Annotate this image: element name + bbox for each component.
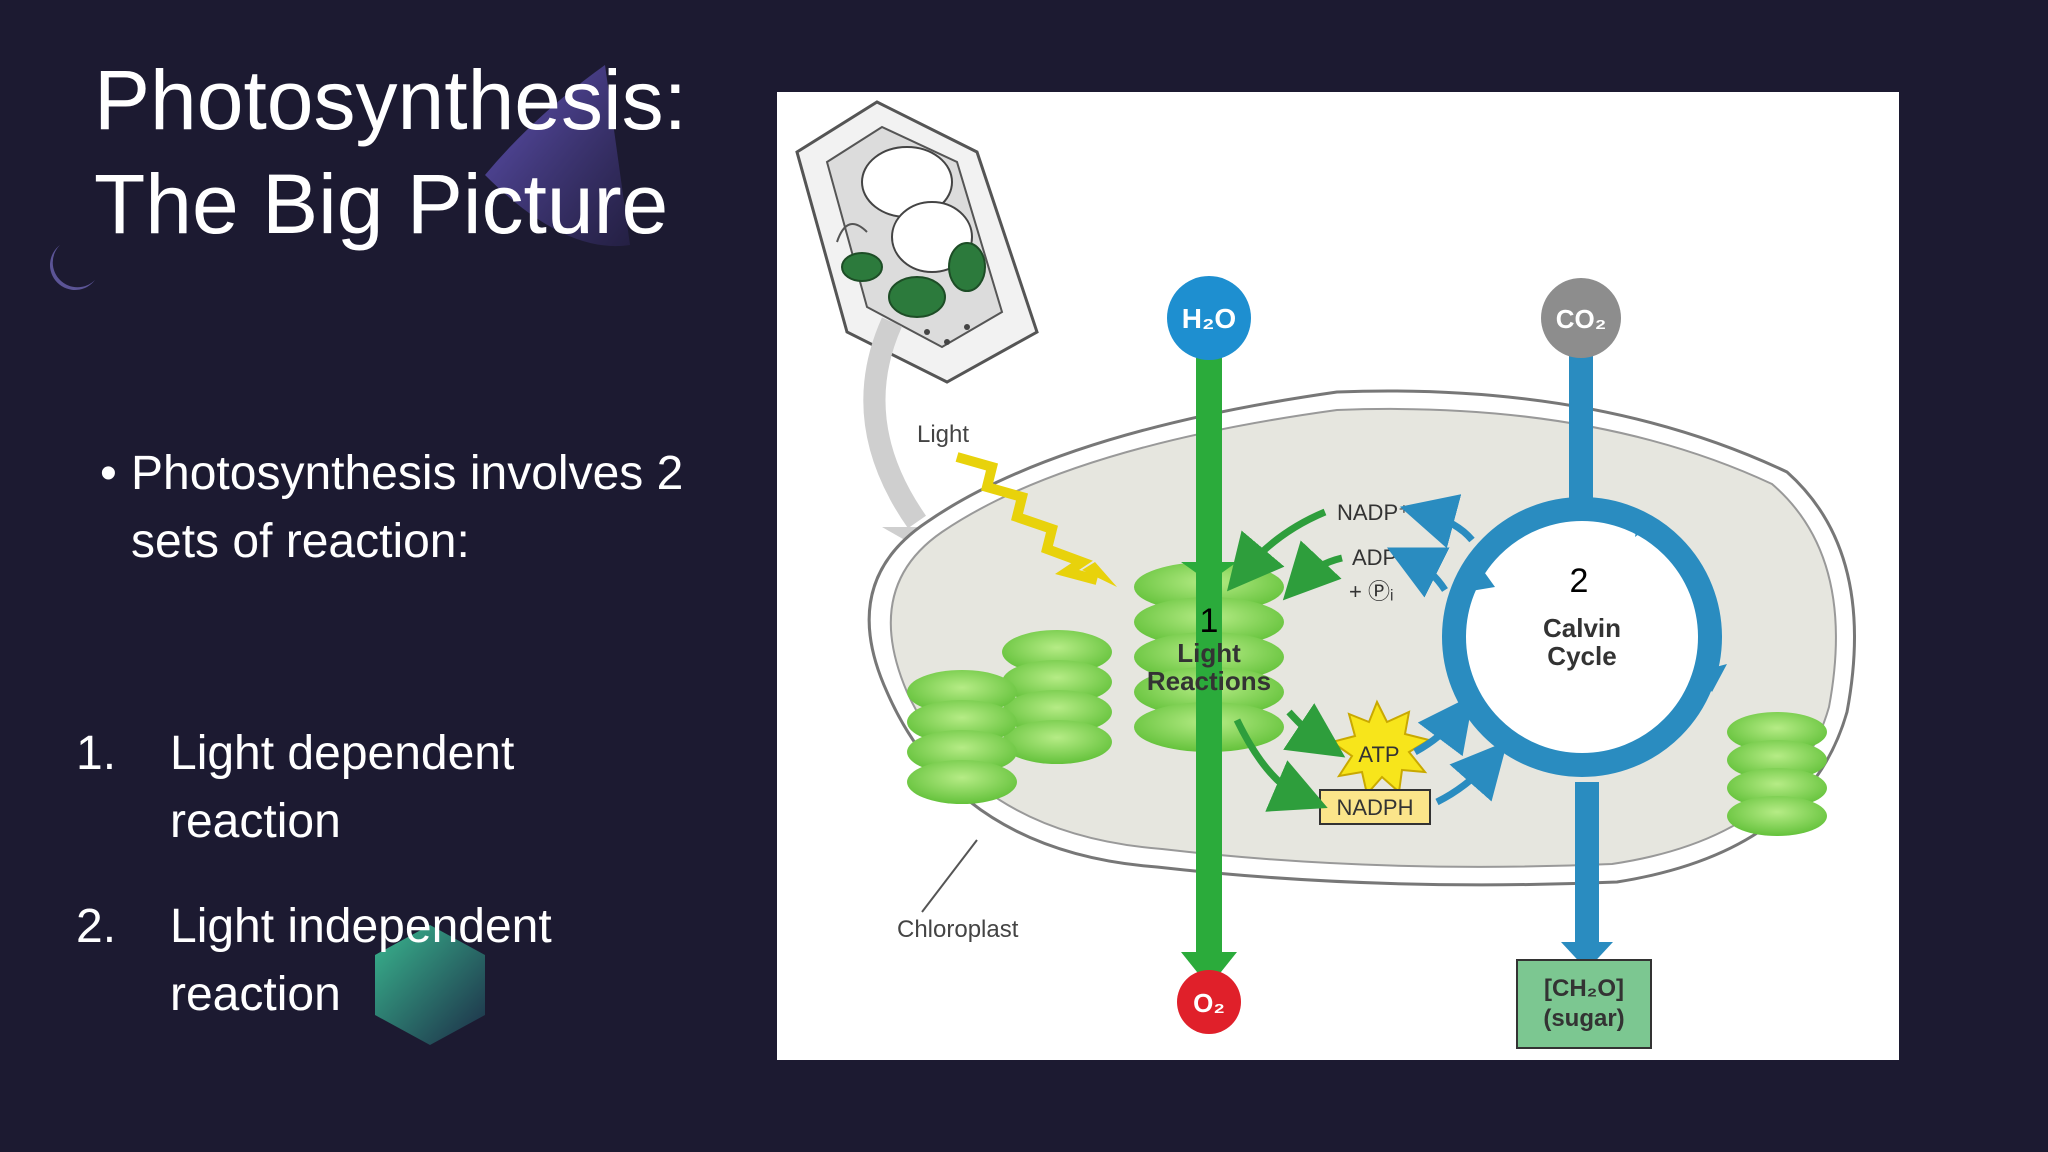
adp-to-light-arrow — [1282, 540, 1343, 601]
nadp-label: NADP⁺ — [1337, 500, 1410, 525]
list-item: 1. Light dependent reaction — [76, 720, 696, 856]
stage1-line1: Light — [1177, 638, 1241, 668]
light-to-atp-arrow — [1283, 703, 1346, 758]
h2o-label: H₂O — [1182, 303, 1236, 334]
photosynthesis-diagram: Chloroplast Light — [777, 92, 1899, 1060]
o2-node — [1177, 970, 1241, 1034]
o2-label: O₂ — [1193, 988, 1225, 1018]
list-item-text: Light dependent reaction — [170, 727, 515, 848]
sugar-line1: [CH₂O] — [1544, 975, 1624, 1002]
nadph-label: NADPH — [1336, 795, 1413, 820]
thylakoid-stack — [1727, 712, 1827, 836]
nadp-to-light-arrow — [1226, 508, 1327, 592]
stage2-line1: Calvin — [1543, 613, 1621, 643]
cycle-to-nadp-arrow — [1399, 494, 1475, 549]
bullet-dot: • — [100, 447, 117, 500]
list-item: 2. Light independent reaction — [76, 893, 696, 1029]
bullet-text: Photosynthesis involves 2 sets of reacti… — [131, 447, 684, 568]
bullet-point: • Photosynthesis involves 2 sets of reac… — [100, 440, 720, 576]
decorative-hexagon-shape — [375, 925, 485, 1045]
decorative-crescent-shape — [50, 245, 95, 290]
h2o-node — [1167, 276, 1251, 360]
stage2-number: 2 — [1570, 562, 1589, 600]
stage2-line2: Cycle — [1547, 641, 1616, 671]
list-number: 2. — [76, 900, 117, 953]
stage1-line2: Reactions — [1147, 666, 1271, 696]
plant-cell-illustration — [795, 100, 1039, 384]
light-label: Light — [917, 421, 969, 448]
thylakoid-stack — [1002, 630, 1112, 764]
sugar-line2: (sugar) — [1543, 1005, 1624, 1032]
list-number: 1. — [76, 727, 117, 780]
zoom-arrow — [863, 317, 927, 529]
nadph-to-cycle-arrow — [1435, 740, 1508, 806]
co2-node — [1541, 278, 1621, 358]
adp-label: ADP — [1352, 545, 1397, 570]
calvin-cycle-ring — [1442, 497, 1722, 777]
list-item-text: Light independent reaction — [170, 900, 552, 1021]
stage1-number: 1 — [1200, 602, 1219, 640]
co2-label: CO₂ — [1556, 304, 1607, 334]
light-to-nadph-arrow — [1233, 718, 1328, 812]
cycle-to-adp-arrow — [1386, 547, 1450, 598]
slide-title: Photosynthesis: The Big Picture — [94, 53, 688, 251]
thylakoid-stack — [907, 670, 1017, 804]
decorative-cone-shape — [485, 65, 630, 247]
chloroplast-label: Chloroplast — [897, 916, 1019, 943]
diagram-canvas: Chloroplast Light — [795, 100, 1856, 1049]
light-bolt — [955, 452, 1099, 585]
numbered-list: 1. Light dependent reaction 2. Light ind… — [76, 720, 696, 1066]
pi-label: + Ⓟᵢ — [1349, 579, 1393, 604]
sugar-box — [1516, 959, 1652, 1049]
nadph-box — [1319, 789, 1431, 825]
atp-to-cycle-arrow — [1413, 694, 1474, 757]
atp-label: ATP — [1358, 742, 1399, 767]
atp-burst — [1329, 699, 1432, 797]
